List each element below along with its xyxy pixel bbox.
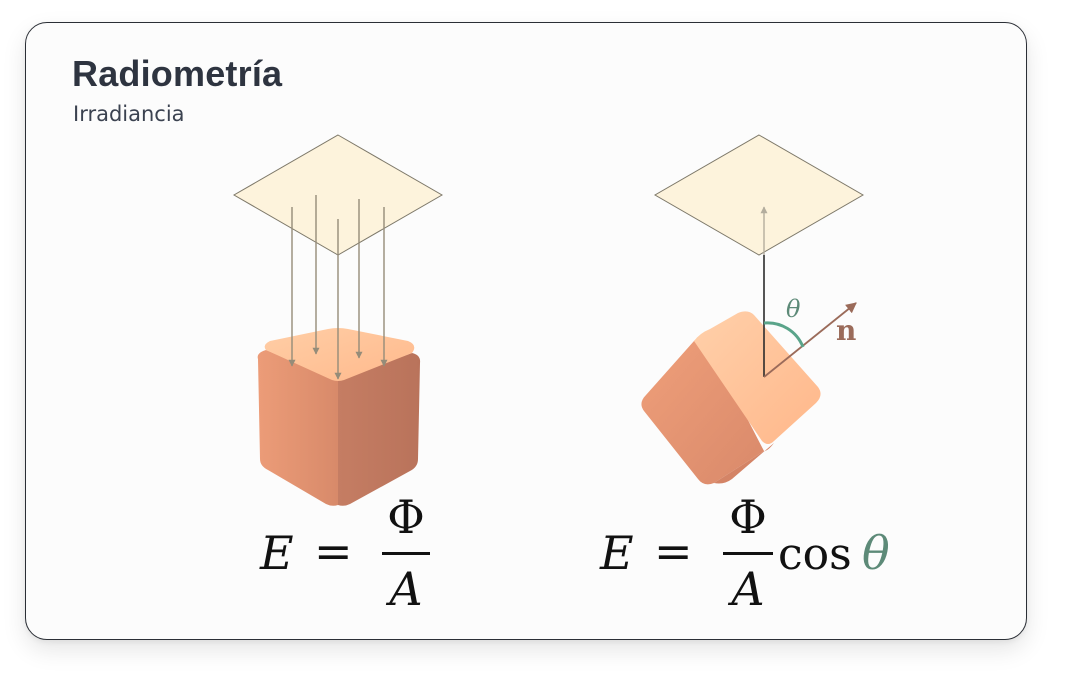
equation-left: E = Φ A xyxy=(259,490,430,616)
page-title: Radiometría xyxy=(72,53,283,94)
equation-left-lhs: E xyxy=(259,526,294,580)
fraction-bar-left xyxy=(382,552,430,555)
equation-left-equals: = xyxy=(314,524,353,578)
equation-right-lhs: E xyxy=(599,526,634,580)
angle-label: θ xyxy=(786,295,801,323)
equation-right-equals: = xyxy=(654,524,693,578)
light-rays-left xyxy=(288,195,388,380)
equation-right-denominator: A xyxy=(727,562,764,616)
cube-left xyxy=(257,328,421,506)
cube-left-top xyxy=(264,328,415,381)
fraction-bar-right xyxy=(723,552,773,555)
card: Radiometría Irradiancia xyxy=(25,22,1027,640)
cube-right xyxy=(641,311,821,485)
light-plane-right xyxy=(653,134,865,256)
normal-vector xyxy=(763,302,857,378)
equation-left-denominator: A xyxy=(385,562,422,616)
equation-right-numerator: Φ xyxy=(729,490,767,544)
equation-left-numerator: Φ xyxy=(387,490,425,544)
cube-left-side-right xyxy=(338,353,421,506)
cube-left-side-left xyxy=(257,350,338,506)
equation-right-cos: cos xyxy=(778,529,852,580)
cube-right-bottom-edge xyxy=(714,443,774,484)
irradiance-diagram: E = Φ A n θ E = Φ A cos xyxy=(232,134,890,616)
equation-right: E = Φ A cos θ xyxy=(599,490,890,616)
cube-right-top xyxy=(694,311,821,444)
equation-right-theta: θ xyxy=(862,526,890,580)
cube-right-side xyxy=(641,337,764,485)
angle-arc xyxy=(763,321,805,348)
page-subtitle: Irradiancia xyxy=(73,102,185,126)
normal-label: n xyxy=(836,314,856,347)
